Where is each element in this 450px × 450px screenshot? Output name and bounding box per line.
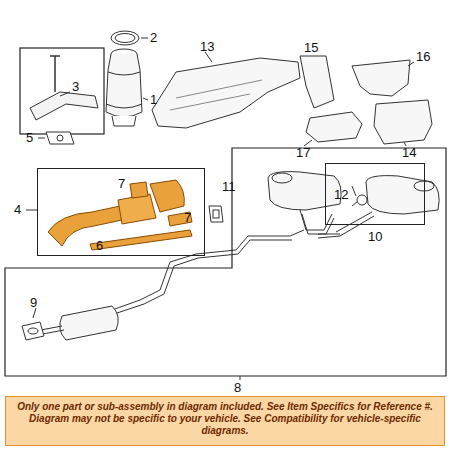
callout-number: 3 bbox=[72, 80, 79, 94]
notice-box: Only one part or sub-assembly in diagram… bbox=[5, 396, 445, 446]
callout-number: 17 bbox=[296, 146, 310, 160]
callout-number: 5 bbox=[26, 131, 33, 145]
callout-number: 1 bbox=[150, 93, 157, 107]
callout-number: 16 bbox=[416, 50, 430, 64]
callout-number: 6 bbox=[96, 239, 103, 253]
callout-number: 13 bbox=[200, 40, 214, 54]
callout-number: 8 bbox=[234, 381, 241, 395]
notice-text: Only one part or sub-assembly in diagram… bbox=[6, 397, 444, 441]
callout-number: 9 bbox=[30, 296, 37, 310]
callout-number: 15 bbox=[304, 41, 318, 55]
callout-number: 11 bbox=[222, 180, 236, 194]
callout-number: 7 bbox=[184, 211, 191, 225]
callout-number: 2 bbox=[150, 31, 157, 45]
assembly-group-box: 7 7 6 bbox=[37, 168, 205, 256]
hardware-group-box: 12 bbox=[325, 163, 425, 225]
callout-number: 10 bbox=[368, 230, 382, 244]
callout-number: 12 bbox=[334, 188, 348, 202]
callout-number: 7 bbox=[118, 177, 125, 191]
callout-number: 4 bbox=[14, 203, 21, 217]
callout-number: 14 bbox=[402, 146, 416, 160]
